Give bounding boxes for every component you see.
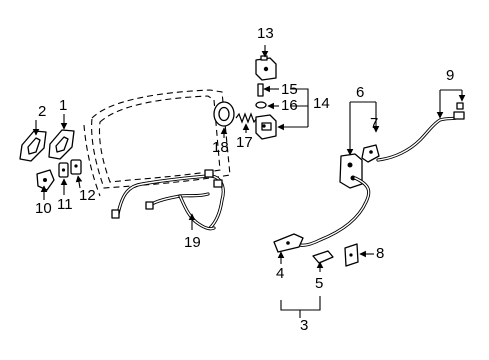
leader-lines (32, 45, 466, 318)
callout-17: 17 (236, 134, 253, 151)
upper-hinge-part-13 (255, 55, 277, 81)
callout-14: 14 (313, 95, 330, 112)
clip-part-12 (70, 159, 82, 175)
wiring-harness-part-19 (111, 169, 225, 231)
callout-10: 10 (35, 200, 52, 217)
callout-11: 11 (57, 196, 73, 213)
handle-cable-part-3 (298, 176, 371, 247)
lock-rod-part-5 (312, 250, 334, 264)
release-cable-part-9 (376, 102, 465, 162)
callout-15: 15 (281, 81, 298, 98)
washer-part-16 (255, 101, 267, 109)
door-outline (83, 89, 231, 197)
callout-4: 4 (276, 265, 284, 282)
latch-bracket-part-7 (361, 144, 380, 163)
inside-handle-part-4 (273, 233, 304, 253)
callout-3: 3 (300, 317, 308, 334)
callout-16: 16 (281, 97, 298, 114)
callout-13: 13 (257, 25, 274, 42)
callout-18: 18 (212, 139, 229, 156)
callout-8: 8 (376, 245, 384, 262)
clip-part-11 (58, 162, 69, 178)
callout-9: 9 (446, 67, 454, 84)
callout-7: 7 (370, 115, 378, 132)
lower-hinge-part-14 (255, 114, 277, 140)
bracket-part-10 (36, 169, 55, 191)
callout-2: 2 (38, 103, 46, 120)
latch-assembly-part-6 (339, 153, 363, 189)
spring-part-17 (235, 112, 258, 124)
callout-6: 6 (356, 84, 364, 101)
callout-5: 5 (315, 275, 323, 292)
handle-bracket-part-8 (344, 243, 359, 267)
outside-handle-part-2 (19, 130, 47, 162)
pin-part-15 (257, 83, 264, 97)
callout-12: 12 (79, 187, 96, 204)
grommet-part-18 (213, 101, 235, 127)
callout-19: 19 (184, 234, 201, 251)
outside-handle-part-1 (48, 129, 75, 160)
callout-1: 1 (59, 97, 67, 114)
callout-labels: 1 2 3 4 5 6 7 8 9 10 11 12 13 14 15 16 1… (35, 25, 454, 334)
